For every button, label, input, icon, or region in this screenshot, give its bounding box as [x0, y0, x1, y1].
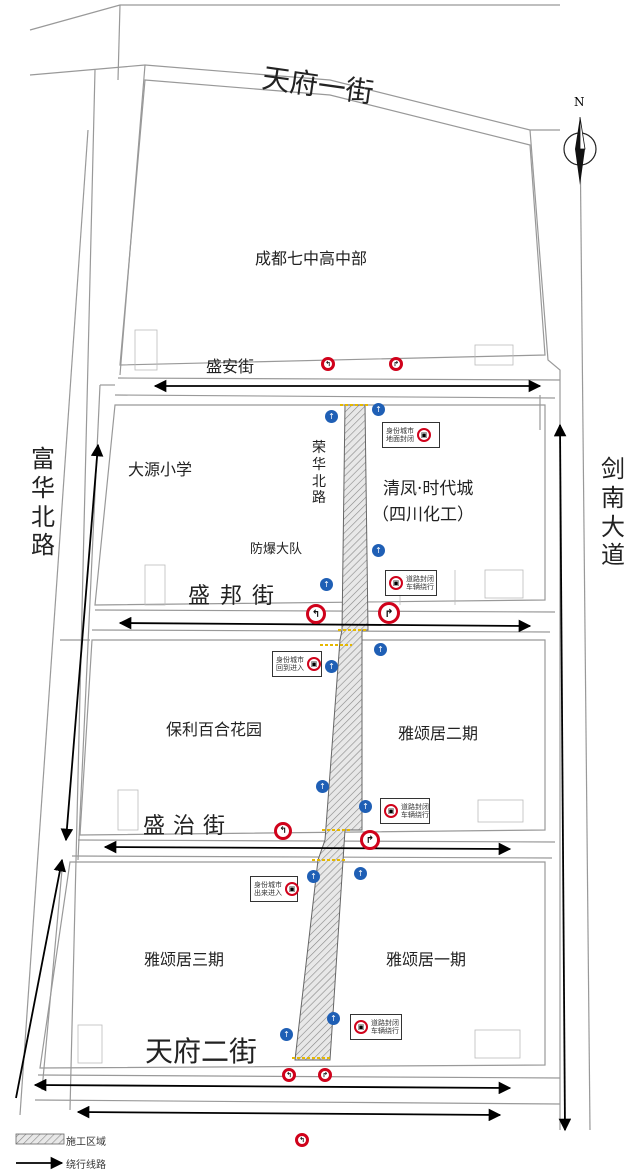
direction-sign-icon: ↑ — [325, 410, 338, 423]
no-turn-sign-icon: ↱ — [389, 357, 403, 371]
no-vehicle-icon: ▣ — [285, 882, 299, 896]
notice-text: 身份城市 地面封闭 — [386, 427, 414, 443]
area-qingfeng: 清凤·时代城 — [383, 479, 474, 499]
direction-sign-icon: ↑ — [280, 1028, 293, 1041]
notice-box: 身份城市 出来进入 ▣ — [250, 876, 299, 902]
area-sichuan-huagong: （四川化工） — [372, 505, 474, 525]
no-vehicle-icon: ▣ — [417, 428, 431, 442]
area-yasong1: 雅颂居一期 — [386, 950, 467, 969]
no-turn-sign-icon: ↱ — [378, 602, 400, 624]
no-turn-sign-icon: ↰ — [282, 1068, 296, 1082]
legend-detour-label: 绕行线路 — [66, 1160, 106, 1171]
legend-hatch-swatch — [15, 1133, 65, 1145]
no-turn-sign-icon: ↱ — [360, 830, 380, 850]
area-fangbao: 防爆大队 — [250, 542, 303, 557]
street-label-ronghua-bei: 荣华北路 — [312, 440, 326, 507]
area-chengdu7: 成都七中高中部 — [255, 249, 368, 268]
street-label-shengzhi: 盛治街 — [143, 814, 234, 839]
no-vehicle-icon: ▣ — [307, 657, 321, 671]
direction-sign-icon: ↑ — [327, 1012, 340, 1025]
direction-sign-icon: ↑ — [372, 544, 385, 557]
notice-box: ▣ 道路封闭 车辆绕行 — [385, 570, 437, 596]
legend-construction-label: 施工区域 — [66, 1137, 106, 1148]
direction-sign-icon: ↑ — [374, 643, 387, 656]
building-outlines — [77, 329, 524, 1064]
notice-text: 道路封闭 车辆绕行 — [371, 1019, 399, 1035]
no-turn-sign-icon: ↱ — [318, 1068, 332, 1082]
notice-box: ▣ 道路封闭 车辆绕行 — [350, 1014, 402, 1040]
direction-sign-icon: ↑ — [316, 780, 329, 793]
area-dayuan: 大源小学 — [128, 460, 193, 479]
direction-sign-icon: ↑ — [354, 867, 367, 880]
no-vehicle-icon: ▣ — [384, 804, 398, 818]
north-label: N — [574, 95, 585, 109]
street-label-shengbang: 盛邦街 — [188, 584, 285, 609]
north-arrow-icon: N — [562, 95, 598, 190]
area-yasong3: 雅颂居三期 — [144, 950, 225, 969]
notice-box: 身份城市 地面封闭 ▣ — [382, 422, 440, 448]
detour-arrows — [15, 379, 572, 1132]
no-vehicle-icon: ▣ — [389, 576, 403, 590]
direction-sign-icon: ↑ — [372, 403, 385, 416]
construction-zone — [294, 404, 369, 1061]
direction-sign-icon: ↑ — [320, 578, 333, 591]
notice-text: 身份城市 回到进入 — [276, 656, 304, 672]
notice-text: 道路封闭 车辆绕行 — [401, 803, 429, 819]
no-turn-sign-icon: ↰ — [321, 357, 335, 371]
area-baoli: 保利百合花园 — [166, 720, 263, 739]
street-label-fuhua-bei: 富华北路 — [31, 445, 55, 560]
street-label-tianfu-erjie: 天府二街 — [145, 1035, 258, 1068]
notice-text: 身份城市 出来进入 — [254, 881, 282, 897]
direction-sign-icon: ↑ — [307, 870, 320, 883]
area-yasong2: 雅颂居二期 — [398, 724, 479, 743]
notice-box: ▣ 道路封闭 车辆绕行 — [380, 798, 430, 824]
street-label-jiannan: 剑南大道 — [601, 455, 625, 570]
street-label-shengan: 盛安街 — [206, 357, 255, 376]
direction-sign-icon: ↑ — [359, 800, 372, 813]
road-outlines — [19, 4, 591, 1131]
notice-box: 身份城市 回到进入 ▣ — [272, 651, 322, 677]
notice-text: 道路封闭 车辆绕行 — [406, 575, 434, 591]
no-vehicle-icon: ▣ — [354, 1020, 368, 1034]
no-turn-sign-icon: ↰ — [306, 604, 326, 624]
no-turn-sign-icon: ↰ — [295, 1133, 309, 1147]
no-turn-sign-icon: ↰ — [274, 822, 292, 840]
direction-sign-icon: ↑ — [325, 660, 338, 673]
